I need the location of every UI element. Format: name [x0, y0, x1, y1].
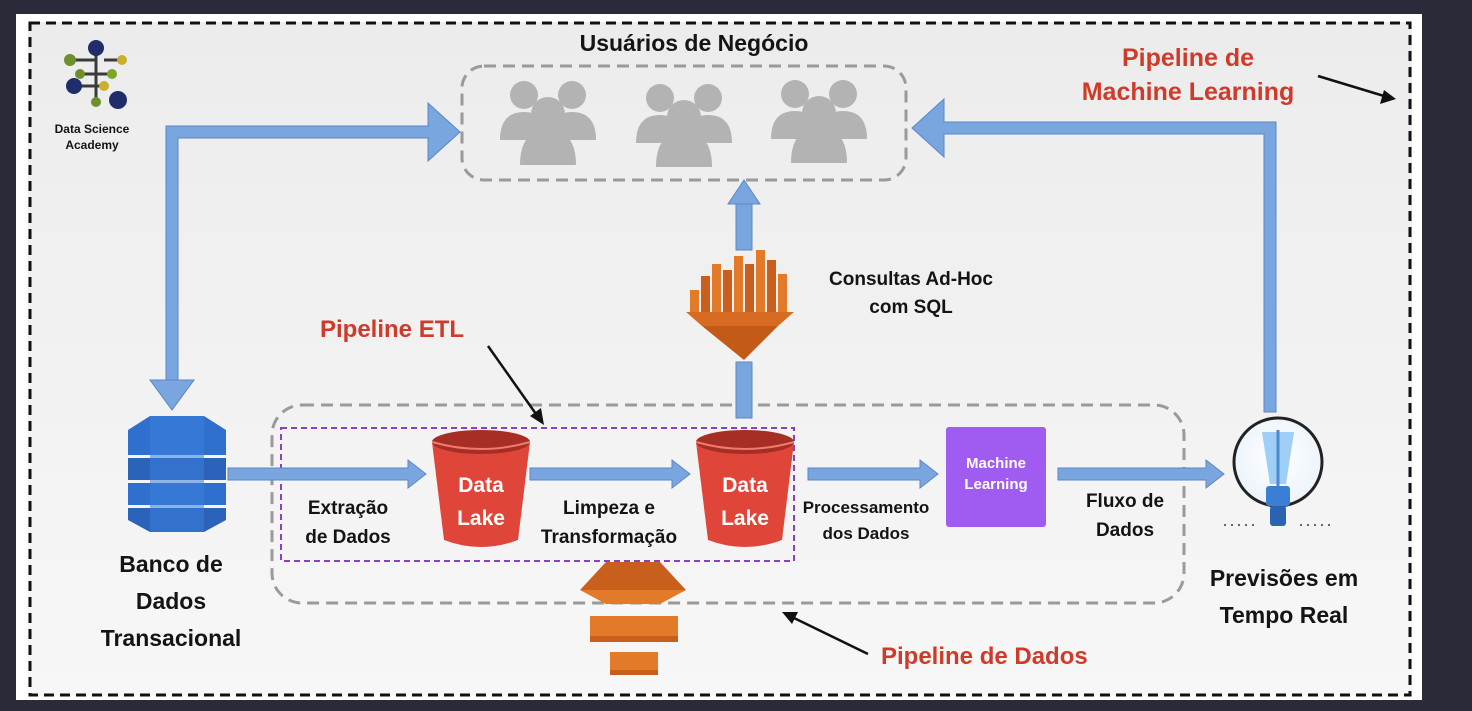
lake1-label: Data Lake [457, 470, 505, 535]
data-pipeline-label: Pipeline de Dados [881, 643, 1088, 670]
database-label: Banco de Dados Transacional [101, 546, 242, 656]
data-lake-bucket-1 [431, 430, 531, 547]
ml-box-line-1: Machine [965, 455, 1026, 472]
logo-line-2: Academy [65, 137, 119, 152]
logo-icon [64, 40, 127, 109]
data-pipeline-funnel-icon [580, 562, 686, 675]
users-group-border [460, 64, 908, 182]
lake1-line-2: Lake [457, 506, 505, 530]
arrow-adhoc-to-users [727, 179, 761, 419]
pipeline-arrows [227, 458, 1225, 490]
ml-box-line-2: Learning [964, 476, 1028, 493]
data-lake-bucket-2 [695, 430, 795, 547]
predictions-label: Previsões em Tempo Real [1210, 560, 1358, 634]
arrow-database-to-lake1 [227, 458, 427, 490]
lake2-line-2: Lake [721, 506, 769, 530]
logo-line-1: Data Science [54, 122, 130, 136]
users-title: Usuários de Negócio [579, 30, 809, 56]
adhoc-label: Consultas Ad-Hoc com SQL [829, 266, 993, 321]
flow-line-1: Fluxo de [1085, 491, 1165, 512]
user-group-icon-1 [500, 81, 596, 165]
predictions-line-2: Tempo Real [1219, 601, 1349, 628]
adhoc-sql-icon [686, 250, 794, 360]
processing-line-2: dos Dados [822, 524, 910, 544]
etl-pipeline-group-border [280, 427, 795, 562]
cleaning-line-1: Limpeza e [563, 498, 655, 519]
processing-label: Processamento dos Dados [803, 495, 930, 548]
extraction-line-1: Extração [307, 498, 389, 519]
database-line-3: Transacional [100, 624, 242, 651]
cleaning-label: Limpeza e Transformação [541, 495, 677, 552]
etl-pipeline-label: Pipeline ETL [320, 316, 465, 343]
pointer-arrow-etl [530, 408, 544, 425]
ml-pipeline-line-1: Pipeline de [1122, 44, 1254, 72]
database-icon [128, 416, 226, 532]
lake2-line-1: Data [722, 474, 768, 497]
pointer-arrows [486, 74, 1396, 656]
adhoc-line-2: com SQL [869, 296, 953, 318]
arrow-ml-to-predictions [1057, 458, 1225, 490]
ml-pipeline-line-2: Machine Learning [1081, 77, 1295, 106]
database-line-1: Banco de [119, 551, 223, 577]
flow-label: Fluxo de Dados [1086, 487, 1164, 546]
database-line-2: Dados [135, 587, 207, 614]
data-pipeline-group-border [270, 403, 1186, 605]
ml-pipeline-label: Pipeline de Machine Learning [1082, 42, 1295, 110]
flow-line-2: Dados [1095, 520, 1155, 542]
extraction-line-2: de Dados [305, 526, 391, 548]
arrow-lake1-to-lake2 [529, 458, 691, 490]
arrow-predictions-to-users [911, 97, 1277, 413]
lake1-line-1: Data [458, 474, 504, 497]
arrow-database-to-users [149, 101, 461, 411]
outer-dashed-border [28, 21, 1412, 697]
logo-label: Data Science Academy [55, 122, 130, 153]
pointer-arrow-ml [1380, 90, 1396, 104]
extraction-label: Extração de Dados [305, 495, 391, 552]
arrow-lake2-to-ml [807, 458, 939, 490]
adhoc-line-1: Consultas Ad-Hoc [829, 269, 993, 290]
cleaning-line-2: Transformação [540, 526, 678, 548]
user-group-icon-3 [771, 80, 867, 163]
machine-learning-box [946, 427, 1046, 527]
pointer-arrow-data-pipeline [782, 612, 798, 624]
ml-box-label: Machine Learning [964, 453, 1027, 495]
lake2-label: Data Lake [721, 470, 769, 535]
lightbulb-icon [1224, 416, 1334, 526]
processing-line-1: Processamento [802, 498, 930, 517]
user-group-icon-2 [636, 84, 732, 167]
predictions-line-1: Previsões em [1209, 565, 1359, 591]
